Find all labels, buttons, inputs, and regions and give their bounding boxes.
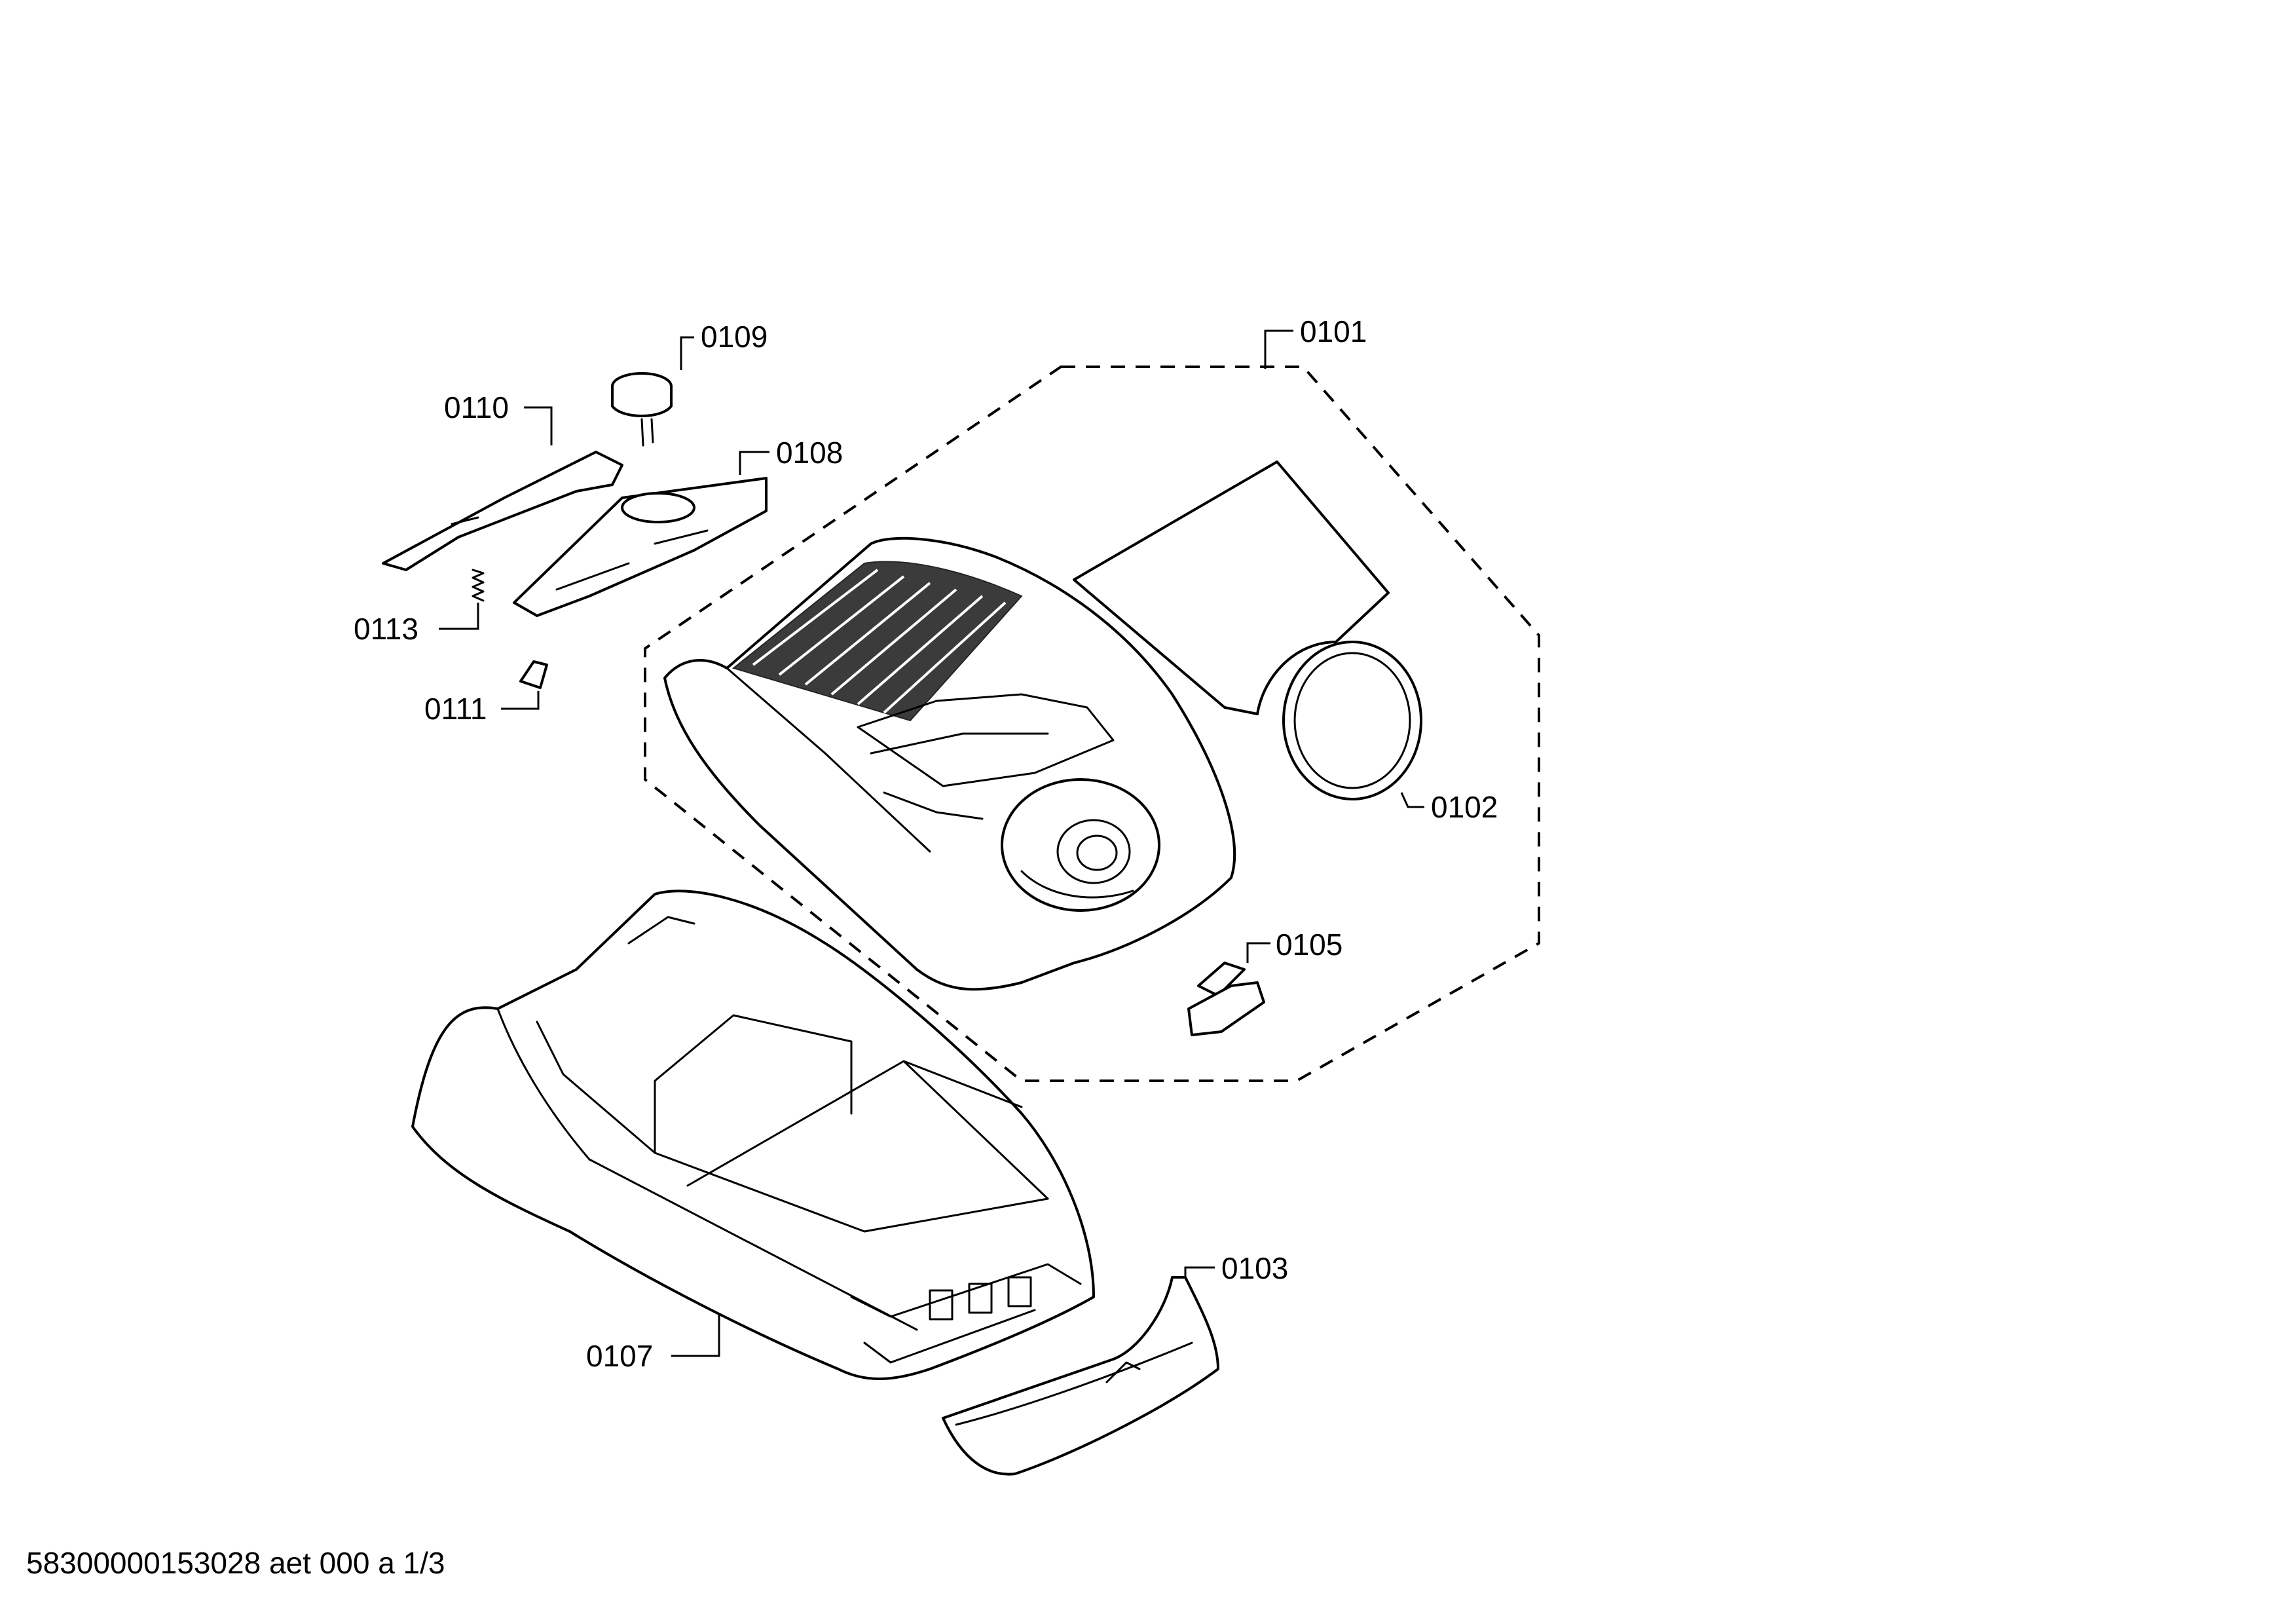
part-0101-top-cover[interactable] bbox=[663, 536, 1236, 991]
label-0113: 0113 bbox=[354, 612, 418, 646]
part-0110-handle[interactable] bbox=[382, 451, 623, 571]
label-0102: 0102 bbox=[1431, 790, 1498, 824]
label-0109: 0109 bbox=[701, 320, 768, 354]
label-0101: 0101 bbox=[1300, 314, 1367, 348]
leader-0110 bbox=[524, 406, 553, 445]
part-0109-knob[interactable] bbox=[611, 372, 673, 447]
part-0105-latch[interactable] bbox=[1187, 962, 1265, 1036]
leader-0113 bbox=[439, 603, 479, 630]
label-0110: 0110 bbox=[444, 390, 509, 424]
part-0108-handle-cover[interactable] bbox=[513, 477, 768, 617]
part-0113-spring[interactable] bbox=[472, 569, 485, 602]
label-0107: 0107 bbox=[586, 1339, 653, 1373]
part-0111-clip[interactable] bbox=[519, 660, 548, 689]
leader-0111 bbox=[501, 691, 540, 710]
assembly-boundary-0101 bbox=[644, 366, 1540, 1082]
leader-0102 bbox=[1400, 792, 1424, 808]
leader-0108 bbox=[739, 451, 769, 475]
part-0103-bumper[interactable] bbox=[942, 1276, 1219, 1476]
leader-0109 bbox=[680, 336, 694, 370]
part-0102-filter-and-ring[interactable] bbox=[1073, 460, 1422, 800]
label-0111: 0111 bbox=[424, 692, 487, 726]
leader-0103 bbox=[1184, 1266, 1215, 1277]
leader-0105 bbox=[1246, 942, 1270, 963]
part-0107-lower-housing[interactable] bbox=[411, 890, 1095, 1380]
label-0105: 0105 bbox=[1276, 928, 1342, 962]
leader-0101 bbox=[1264, 329, 1293, 369]
drawing-reference: 58300000153028 aet 000 a 1/3 bbox=[26, 1546, 445, 1580]
leader-lines bbox=[439, 329, 1424, 1357]
label-0108: 0108 bbox=[776, 436, 843, 470]
label-0103: 0103 bbox=[1221, 1251, 1288, 1285]
leader-0107 bbox=[671, 1313, 720, 1357]
